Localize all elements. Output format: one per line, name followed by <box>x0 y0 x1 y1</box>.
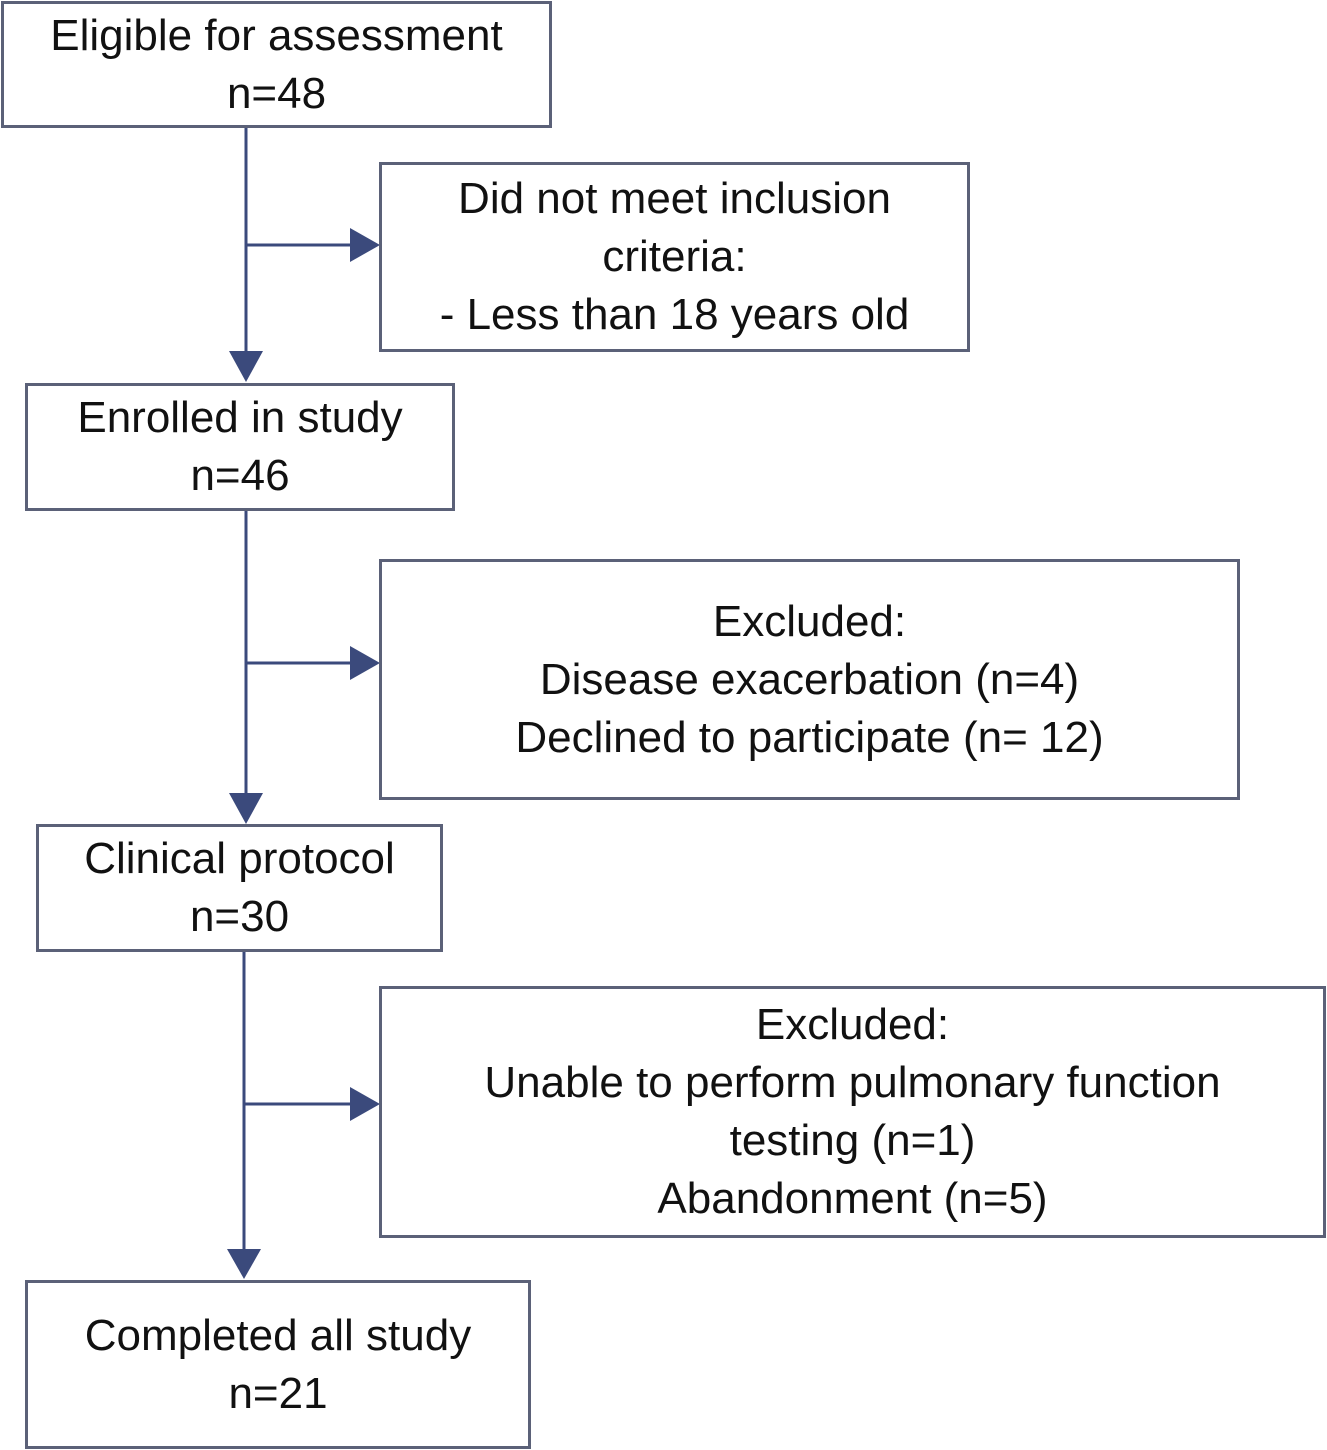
eligible-label: Eligible for assessment <box>50 10 503 60</box>
inclusion-criteria-box: Did not meet inclusion criteria: - Less … <box>379 162 970 352</box>
arrow-to-excluded-1 <box>350 646 380 680</box>
clinical-protocol-box: Clinical protocol n=30 <box>36 824 443 952</box>
excluded-box-2: Excluded: Unable to perform pulmonary fu… <box>379 986 1326 1238</box>
excluded-1-reason-1: Disease exacerbation (n=4) <box>539 654 1080 704</box>
arrow-to-protocol <box>229 793 263 824</box>
excluded-1-reason-2: Declined to participate (n= 12) <box>515 712 1104 762</box>
excluded-2-reason-1a: Unable to perform pulmonary function <box>484 1058 1221 1107</box>
protocol-label: Clinical protocol <box>84 834 395 883</box>
completed-label: Completed all study <box>84 1310 472 1360</box>
protocol-count: n=30 <box>189 892 290 941</box>
completed-box: Completed all study n=21 <box>25 1280 531 1449</box>
arrow-to-excluded-2 <box>350 1087 380 1121</box>
excluded-2-reason-1b: testing (n=1) <box>729 1116 976 1165</box>
enrolled-count: n=46 <box>190 451 290 500</box>
excluded-2-heading: Excluded: <box>755 1000 950 1049</box>
excluded-2-reason-2: Abandonment (n=5) <box>657 1174 1048 1223</box>
inclusion-line-3: - Less than 18 years old <box>439 290 910 339</box>
arrow-to-inclusion <box>350 228 380 262</box>
excluded-box-1: Excluded: Disease exacerbation (n=4) Dec… <box>379 559 1240 800</box>
enrolled-label: Enrolled in study <box>77 393 403 442</box>
eligible-box: Eligible for assessment n=48 <box>1 1 552 128</box>
excluded-1-heading: Excluded: <box>712 596 907 646</box>
inclusion-line-2: criteria: <box>602 232 747 281</box>
arrow-to-completed <box>227 1249 261 1279</box>
arrow-to-enrolled <box>229 351 263 382</box>
completed-count: n=21 <box>228 1368 328 1418</box>
enrolled-box: Enrolled in study n=46 <box>25 383 455 511</box>
eligible-count: n=48 <box>226 68 327 118</box>
inclusion-line-1: Did not meet inclusion <box>458 174 891 223</box>
